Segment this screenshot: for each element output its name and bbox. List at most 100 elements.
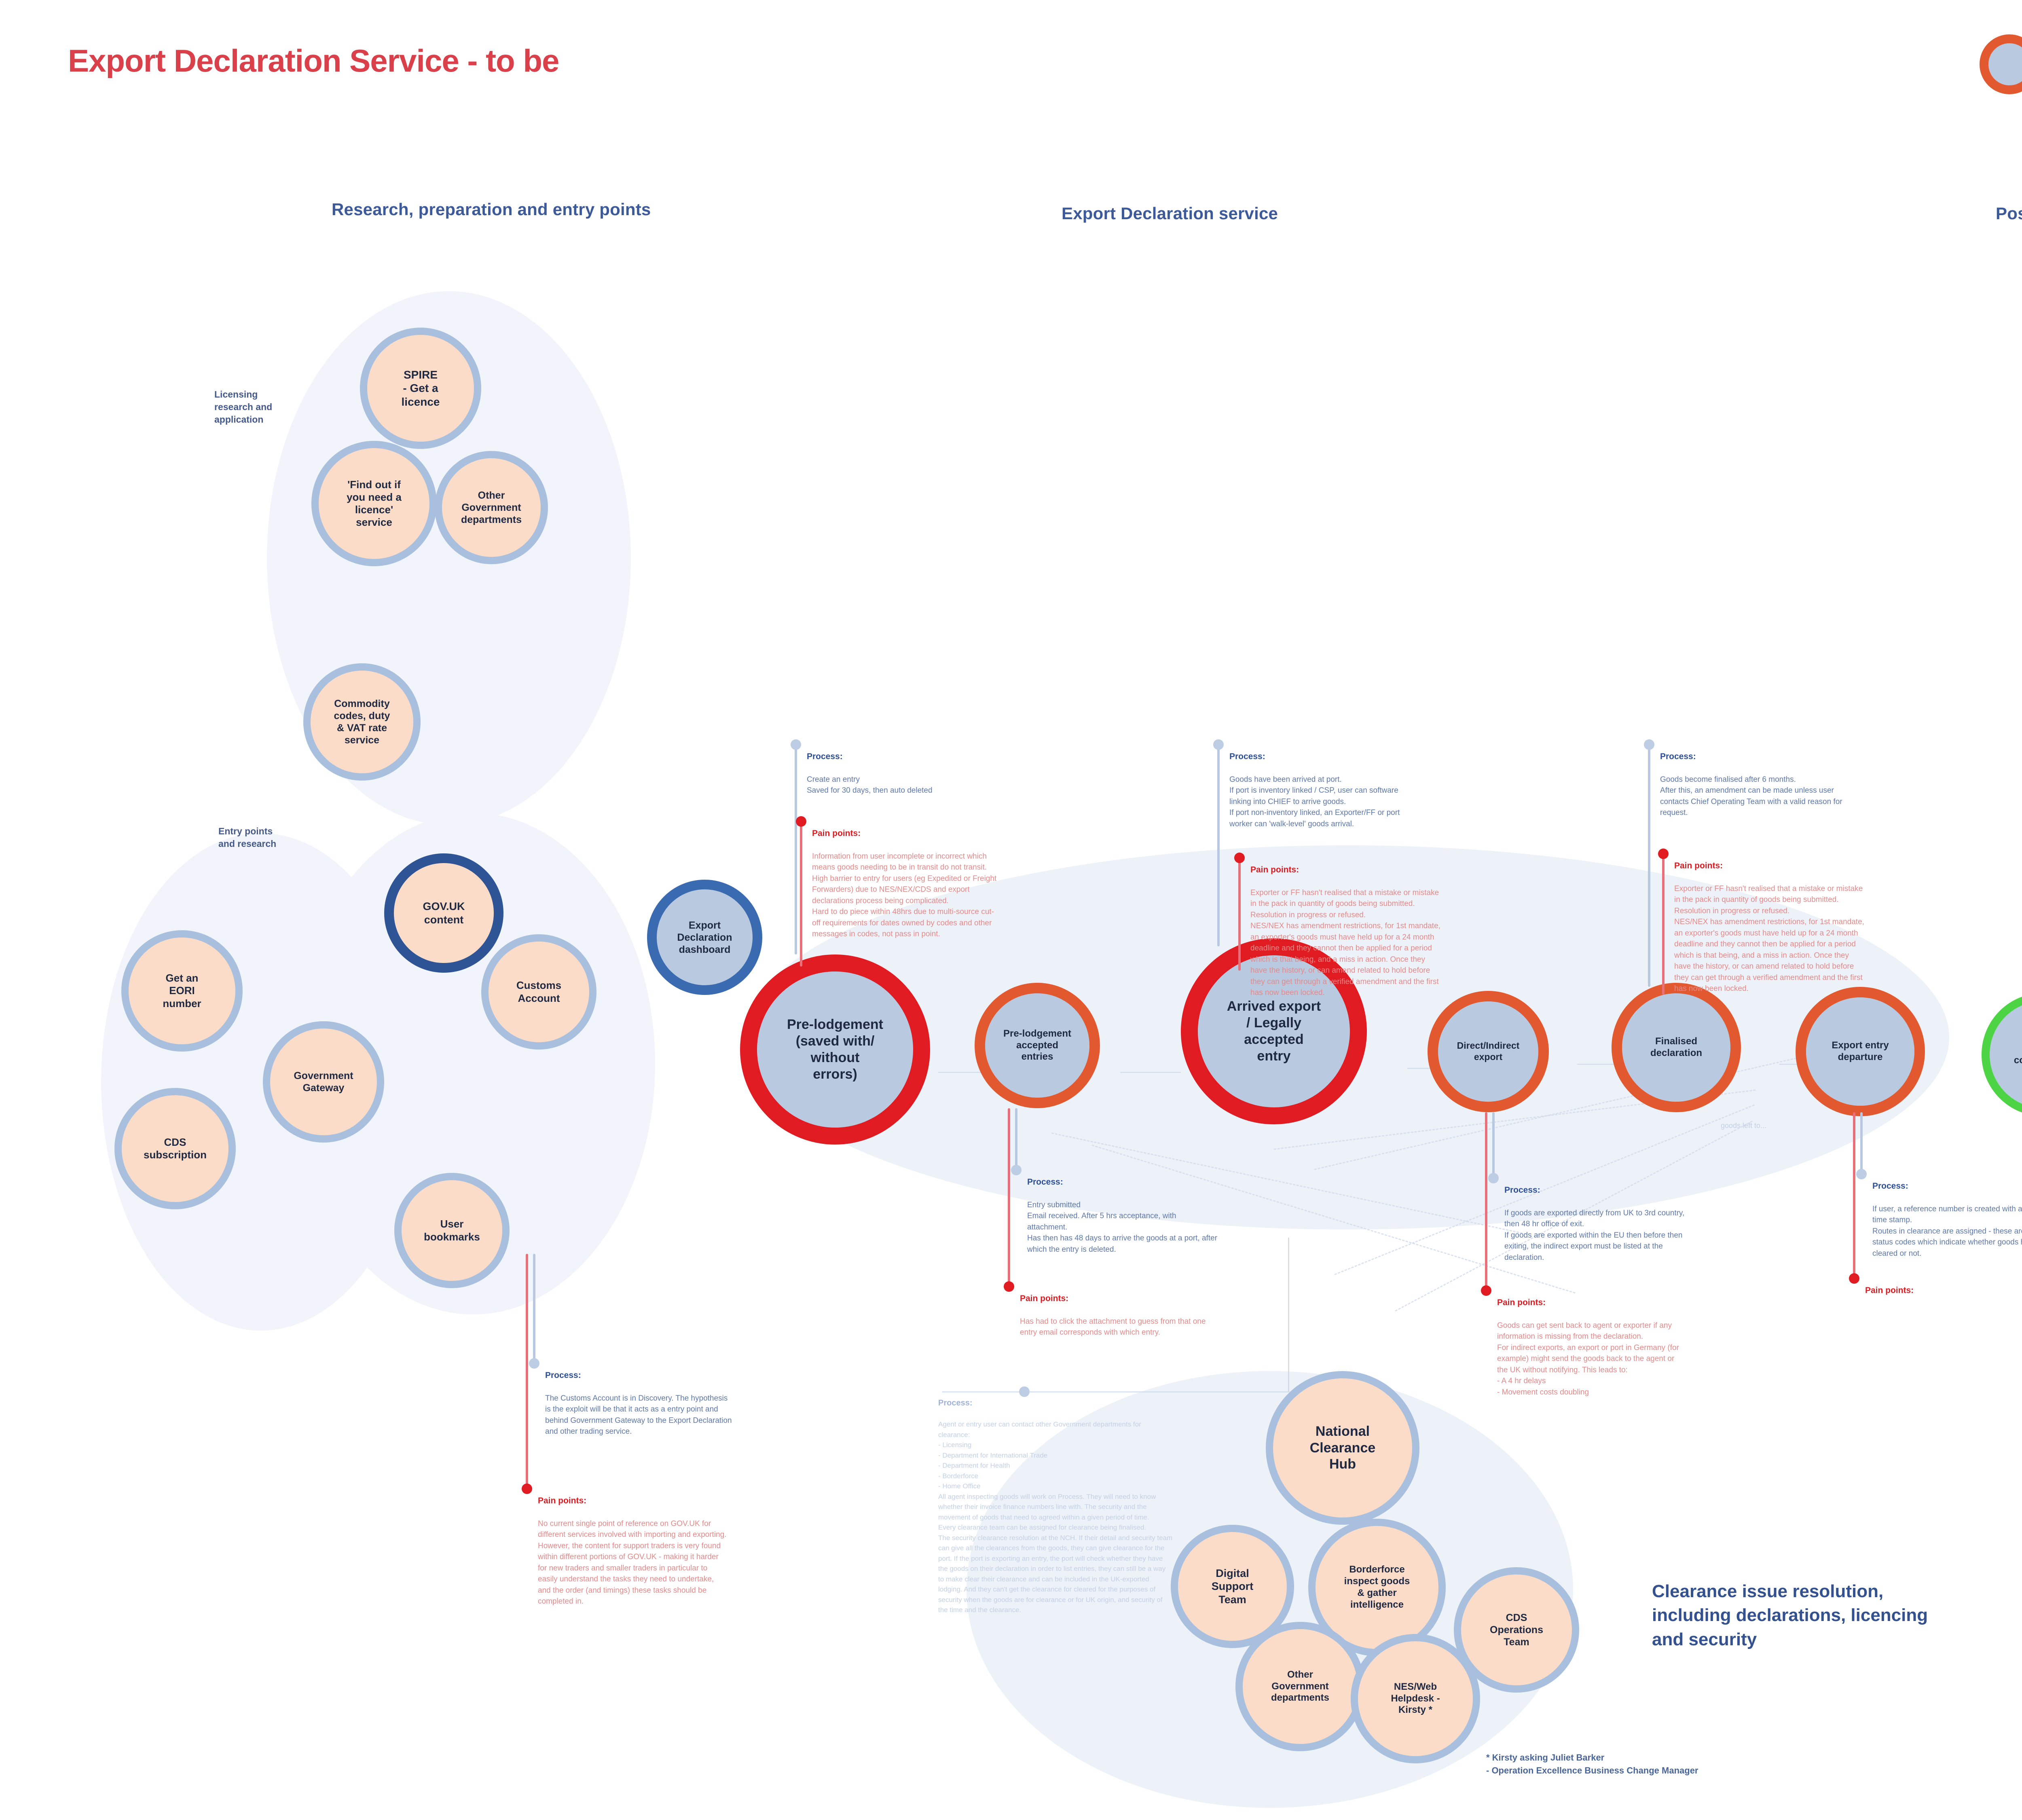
callout-stalk bbox=[795, 744, 797, 954]
node-find-licence[interactable]: 'Find out if you need a licence' service bbox=[311, 441, 437, 566]
node-export-declaration-dashboard[interactable]: Export Declaration dashboard bbox=[647, 880, 762, 995]
callout-dot bbox=[522, 1484, 532, 1494]
callout-body: If user, a reference number is created w… bbox=[1872, 1204, 2022, 1258]
node-label: Get an EORI number bbox=[163, 972, 201, 1009]
node-other-gov-departments-bottom[interactable]: Other Government departments bbox=[1235, 1622, 1365, 1751]
page-title: Export Declaration Service - to be bbox=[68, 43, 559, 78]
node-label: CDS Operations Team bbox=[1490, 1612, 1543, 1648]
callout-dot bbox=[796, 816, 806, 827]
callout-stalk bbox=[533, 1254, 535, 1367]
callout-body: Has had to click the attachment to guess… bbox=[1020, 1317, 1206, 1337]
node-pre-lodgement[interactable]: Pre-lodgement (saved with/ without error… bbox=[740, 954, 930, 1145]
phase-header-post: Post-submission bbox=[1996, 204, 2022, 223]
node-government-gateway[interactable]: Government Gateway bbox=[263, 1021, 384, 1143]
callout-text: Process: The Customs Account is in Disco… bbox=[545, 1358, 735, 1437]
callout-dot bbox=[791, 739, 801, 750]
callout-body: Goods have been arrived at port. If port… bbox=[1229, 775, 1400, 828]
node-label: User bookmarks bbox=[424, 1218, 480, 1243]
node-label: Other Government departments bbox=[461, 490, 522, 525]
callout-body: No current single point of reference on … bbox=[538, 1519, 727, 1606]
callout-body: Goods can get sent back to agent or expo… bbox=[1497, 1321, 1679, 1397]
node-label: Export entry departure bbox=[1832, 1040, 1889, 1062]
node-govuk-content[interactable]: GOV.UK content bbox=[384, 853, 503, 973]
callout-body: Goods become finalised after 6 months. A… bbox=[1660, 775, 1842, 817]
node-label: Pre-lodgement (saved with/ without error… bbox=[787, 1017, 884, 1082]
callout-body: Entry submitted Email received. After 5 … bbox=[1027, 1200, 1217, 1254]
node-commodity-codes[interactable]: Commodity codes, duty & VAT rate service bbox=[303, 663, 421, 781]
callout-text: Process: Goods become finalised after 6 … bbox=[1660, 739, 1850, 819]
callout-heading: Pain points: bbox=[1865, 1285, 1914, 1295]
node-export-entry-departure[interactable]: Export entry departure bbox=[1796, 987, 1925, 1116]
footnote-kirsty: * Kirsty asking Juliet Barker - Operatio… bbox=[1486, 1752, 1698, 1776]
callout-dot bbox=[1019, 1386, 1030, 1397]
legend: Legend Blue: the thicker the border, the… bbox=[1980, 30, 2022, 95]
callout-text: Pain points: Exporter or FF hasn't reali… bbox=[1674, 849, 1864, 995]
callout-dot bbox=[1856, 1169, 1867, 1179]
node-label: Finalised declaration bbox=[1650, 1036, 1703, 1058]
node-finalised-declaration[interactable]: Finalised declaration bbox=[1612, 983, 1741, 1112]
callout-stalk bbox=[1662, 853, 1665, 995]
callout-text: Pain points: Has had to click the attach… bbox=[1020, 1281, 1210, 1338]
node-label: CDS subscription bbox=[143, 1136, 207, 1161]
callout-text: Process: Agent or entry user can contact… bbox=[938, 1386, 1173, 1615]
callout-dot bbox=[1658, 849, 1669, 859]
callout-stalk bbox=[1217, 744, 1220, 946]
callout-heading: Pain points: bbox=[812, 828, 861, 838]
node-other-gov-departments-top[interactable]: Other Government departments bbox=[435, 451, 548, 564]
callout-text: Pain points: Exporter or FF hasn't reali… bbox=[1250, 853, 1440, 999]
node-user-bookmarks[interactable]: User bookmarks bbox=[394, 1173, 510, 1288]
callout-text: Pain points: No current single point of … bbox=[538, 1484, 728, 1607]
callout-dot bbox=[1488, 1173, 1499, 1183]
callout-text: Pain points: Goods can get sent back to … bbox=[1497, 1285, 1687, 1398]
callout-stalk bbox=[1238, 857, 1241, 971]
callout-dot bbox=[1011, 1165, 1022, 1175]
callout-body: The Customs Account is in Discovery. The… bbox=[545, 1394, 732, 1436]
callout-dot bbox=[1481, 1285, 1491, 1296]
caption-licensing: Licensing research and application bbox=[214, 389, 273, 425]
node-direct-indirect-export[interactable]: Direct/Indirect export bbox=[1428, 991, 1549, 1112]
node-label: National Clearance Hub bbox=[1309, 1423, 1376, 1472]
caption-clearance-issue-resolution: Clearance issue resolution, including de… bbox=[1652, 1581, 1928, 1649]
callout-stalk bbox=[1492, 1112, 1495, 1181]
callout-heading: Process: bbox=[938, 1398, 973, 1407]
callout-heading: Pain points: bbox=[1020, 1293, 1069, 1303]
node-national-clearance-hub[interactable]: National Clearance Hub bbox=[1266, 1371, 1419, 1525]
callout-heading: Pain points: bbox=[538, 1496, 587, 1505]
node-email-confirmation[interactable]: Email confirmation bbox=[1982, 993, 2022, 1116]
callout-stalk bbox=[1860, 1112, 1863, 1177]
node-spire[interactable]: SPIRE - Get a licence bbox=[360, 328, 481, 449]
node-label: Export Declaration dashboard bbox=[677, 919, 732, 955]
callout-body: Exporter or FF hasn't realised that a mi… bbox=[1674, 884, 1864, 993]
callout-dot bbox=[1644, 739, 1654, 750]
callout-heading: Process: bbox=[545, 1370, 581, 1380]
callout-text: Process: Entry submitted Email received.… bbox=[1027, 1165, 1217, 1255]
callout-heading: Pain points: bbox=[1497, 1297, 1546, 1307]
connector-vertical bbox=[1288, 1238, 1289, 1391]
node-label: 'Find out if you need a licence' service bbox=[347, 478, 402, 529]
node-label: Commodity codes, duty & VAT rate service bbox=[334, 698, 390, 746]
callout-heading: Pain points: bbox=[1674, 861, 1723, 870]
node-pre-lodgement-accepted[interactable]: Pre-lodgement accepted entries bbox=[975, 983, 1100, 1108]
node-label: Pre-lodgement accepted entries bbox=[1003, 1028, 1072, 1062]
callout-text: Process: If goods are exported directly … bbox=[1504, 1173, 1694, 1263]
node-eori-number[interactable]: Get an EORI number bbox=[121, 930, 243, 1052]
callout-heading: Process: bbox=[1229, 751, 1265, 761]
node-label: NES/Web Helpdesk - Kirsty * bbox=[1391, 1681, 1440, 1716]
callout-heading: Process: bbox=[1027, 1177, 1063, 1187]
phase-header-research: Research, preparation and entry points bbox=[332, 200, 651, 219]
callout-body: Exporter or FF hasn't realised that a mi… bbox=[1250, 888, 1440, 997]
callout-body: Create an entry Saved for 30 days, then … bbox=[807, 775, 933, 795]
callout-stalk bbox=[1008, 1108, 1010, 1286]
node-cds-subscription[interactable]: CDS subscription bbox=[114, 1088, 236, 1209]
node-label: Direct/Indirect export bbox=[1457, 1040, 1520, 1062]
callout-body: Agent or entry user can contact other Go… bbox=[938, 1420, 1173, 1614]
node-label: Borderforce inspect goods & gather intel… bbox=[1344, 1564, 1410, 1610]
callout-heading: Process: bbox=[1660, 751, 1696, 761]
caption-goods-departed: goods left to... bbox=[1721, 1122, 1767, 1130]
node-customs-account[interactable]: Customs Account bbox=[481, 934, 596, 1050]
callout-text: Pain points: Information from user incom… bbox=[812, 816, 1002, 940]
node-nes-web-helpdesk[interactable]: NES/Web Helpdesk - Kirsty * bbox=[1351, 1634, 1480, 1763]
connector bbox=[1120, 1072, 1181, 1073]
legend-ring-icon bbox=[1980, 34, 2022, 94]
